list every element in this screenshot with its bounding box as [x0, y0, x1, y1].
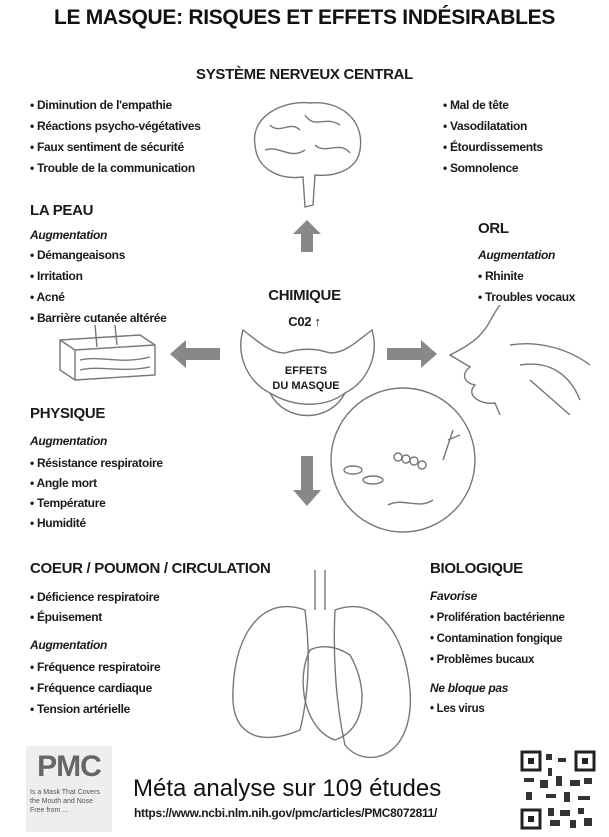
list-item: Démangeaisons: [30, 247, 166, 263]
physique-subheading: Augmentation: [30, 434, 108, 448]
face-profile-illustration: [448, 305, 591, 415]
snc-right-list: Mal de tête Vasodilatation Étourdissemen…: [443, 97, 543, 176]
arrow-right-icon: [387, 340, 437, 368]
list-item: Humidité: [30, 515, 163, 531]
list-item: Barrière cutanée altérée: [30, 310, 167, 326]
bio-subheading-2: Ne bloque pas: [430, 681, 509, 695]
coeur-heading: COEUR / POUMON / CIRCULATION: [30, 560, 271, 577]
list-item: Fréquence cardiaque: [30, 680, 160, 696]
source-url-link[interactable]: https://www.ncbi.nlm.nih.gov/pmc/article…: [134, 806, 438, 820]
pmc-logo-caption: Is a Mask That Covers the Mouth and Nose…: [30, 789, 100, 814]
list-item: Contamination fongique: [430, 631, 565, 647]
list-item: Mal de tête: [443, 97, 543, 113]
list-item: Prolifération bactérienne: [430, 610, 565, 626]
center-line-1: EFFETS: [284, 365, 328, 377]
list-item: Somnolence: [443, 160, 543, 176]
list-item: Faux sentiment de sécurité: [30, 139, 201, 155]
skin-illustration: [59, 325, 156, 381]
brain-illustration: [253, 101, 362, 208]
qr-code-icon[interactable]: [520, 750, 596, 830]
orl-list: Rhinite Troubles vocaux: [478, 268, 576, 305]
snc-left-list: Diminution de l'empathie Réactions psych…: [30, 97, 201, 176]
arrow-left-icon: [170, 340, 220, 368]
coeur-list-2: Fréquence respiratoire Fréquence cardiaq…: [30, 659, 161, 717]
microbes-illustration: [330, 387, 476, 533]
bio-heading: BIOLOGIQUE: [430, 560, 523, 577]
bio-subheading: Favorise: [430, 589, 477, 603]
center-line-2: DU MASQUE: [272, 380, 340, 392]
list-item: Angle mort: [30, 475, 163, 491]
pmc-logo: PMC Is a Mask That Covers the Mouth and …: [26, 746, 112, 832]
physique-heading: PHYSIQUE: [30, 405, 106, 422]
meta-analysis-text: Méta analyse sur 109 études: [133, 775, 442, 802]
orl-subheading: Augmentation: [478, 248, 556, 262]
lungs-heart-illustration: [232, 570, 411, 759]
bio-list-2: Les virus: [430, 701, 485, 717]
list-item: Diminution de l'empathie: [30, 97, 201, 113]
arrow-down-icon: [293, 456, 321, 506]
list-item: Épuisement: [30, 609, 159, 625]
list-item: Fréquence respiratoire: [30, 659, 161, 675]
peau-list: Démangeaisons Irritation Acné Barrière c…: [30, 247, 167, 326]
peau-subheading: Augmentation: [30, 228, 108, 242]
list-item: Déficience respiratoire: [30, 589, 160, 605]
list-item: Acné: [30, 289, 166, 305]
list-item: Problèmes bucaux: [430, 652, 565, 668]
list-item: Température: [30, 495, 163, 511]
chimique-heading: CHIMIQUE: [268, 287, 341, 304]
list-item: Irritation: [30, 268, 166, 284]
coeur-list: Déficience respiratoire Épuisement: [30, 589, 160, 625]
snc-heading: SYSTÈME NERVEUX CENTRAL: [195, 66, 414, 83]
orl-heading: ORL: [478, 220, 509, 237]
poster-title: LE MASQUE: RISQUES ET EFFETS INDÉSIRABLE…: [53, 6, 556, 29]
list-item: Réactions psycho-végétatives: [30, 118, 201, 134]
mask-center-label: EFFETS DU MASQUE: [256, 364, 356, 394]
list-item: Tension artérielle: [30, 701, 160, 717]
mask-illustration: [240, 328, 375, 417]
list-item: Troubles vocaux: [478, 289, 576, 305]
list-item: Résistance respiratoire: [30, 455, 163, 471]
list-item: Vasodilatation: [443, 118, 543, 134]
list-item: Rhinite: [478, 268, 575, 284]
arrow-up-icon: [293, 220, 321, 252]
pmc-logo-text: PMC: [37, 750, 102, 783]
coeur-subheading: Augmentation: [30, 638, 108, 652]
co2-label: C02 ↑: [288, 314, 321, 329]
list-item: Les virus: [430, 701, 485, 717]
list-item: Étourdissements: [443, 139, 543, 155]
peau-heading: LA PEAU: [30, 202, 94, 219]
physique-list: Résistance respiratoire Angle mort Tempé…: [30, 455, 164, 531]
bio-list: Prolifération bactérienne Contamination …: [430, 610, 565, 668]
list-item: Trouble de la communication: [30, 160, 201, 176]
